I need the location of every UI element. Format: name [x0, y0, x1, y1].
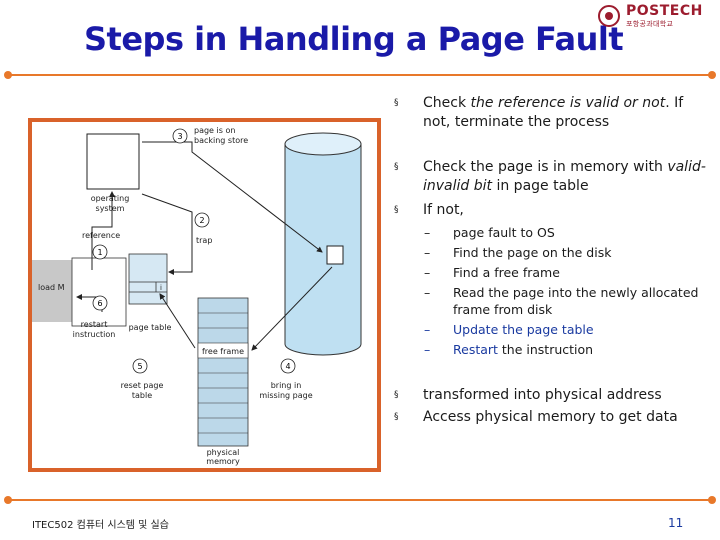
restart-label-1: restart: [81, 320, 108, 329]
backing-store-arrow: [142, 141, 323, 253]
svg-text:5: 5: [137, 362, 142, 371]
step-2-badge: 2: [194, 212, 210, 228]
bring-in-label-2: missing page: [259, 391, 312, 400]
university-logo: POSTECH 포항공과대학교: [598, 3, 716, 28]
physical-memory-label-2: memory: [206, 457, 240, 466]
bullet-text: If not,: [423, 202, 464, 218]
load-m-label: load M: [38, 283, 65, 292]
svg-text:6: 6: [97, 299, 102, 308]
sub-marker: –: [424, 245, 431, 260]
bring-in-label-1: bring in: [271, 381, 302, 390]
step-1-badge: 1: [92, 244, 108, 260]
bullet-marker: §: [394, 205, 399, 215]
step-3-badge: 3: [172, 128, 188, 144]
reference-arrow: [91, 191, 115, 270]
sub-text: Restart the instruction: [453, 342, 594, 357]
os-label-1: operating: [91, 194, 130, 203]
bullet-marker: §: [394, 390, 399, 400]
sub-marker: –: [424, 265, 431, 280]
page-fault-diagram: operating system load M i page table: [28, 118, 381, 472]
sub-marker: –: [424, 322, 431, 337]
svg-text:1: 1: [97, 248, 102, 257]
backing-store-label-2: backing store: [194, 136, 248, 145]
sub-marker: –: [424, 342, 431, 357]
top-rule-right-dot: [708, 71, 716, 79]
svg-text:3: 3: [177, 132, 182, 141]
bullet-text: Access physical memory to get data: [423, 409, 678, 425]
step-5-badge: 5: [132, 358, 148, 374]
step-4-badge: 4: [280, 358, 296, 374]
free-frame-label: free frame: [202, 347, 244, 356]
sub-marker: –: [424, 285, 431, 300]
operating-system-box: [86, 133, 140, 190]
svg-text:2: 2: [199, 216, 204, 225]
free-frame: [197, 342, 249, 359]
backing-store-label-1: page is on: [194, 126, 235, 135]
trap-arrow: [141, 193, 193, 275]
top-rule: [8, 74, 712, 76]
physical-memory-label-1: physical: [207, 448, 240, 457]
bottom-rule: [8, 499, 712, 501]
reset-page-table-label-1: reset page: [121, 381, 164, 390]
bullet-text: Check the page is in memory with valid-i…: [423, 159, 706, 194]
os-label-2: system: [96, 204, 125, 213]
physical-memory: [197, 297, 249, 447]
sub-text: Update the page table: [453, 322, 594, 337]
program-box: [71, 257, 127, 327]
trap-label: trap: [196, 236, 212, 245]
reset-page-table-label-2: table: [132, 391, 152, 400]
step-6-badge: 6: [92, 295, 108, 311]
bottom-rule-right-dot: [708, 496, 716, 504]
page-table-label: page table: [129, 323, 172, 332]
bullet-marker: §: [394, 162, 399, 172]
bring-in-arrow: [251, 266, 333, 351]
reference-label: reference: [82, 231, 120, 240]
slide-title: Steps in Handling a Page Fault: [84, 20, 624, 58]
svg-text:4: 4: [285, 362, 290, 371]
logo-brand: POSTECH: [626, 3, 703, 19]
sub-text: Find a free frame: [453, 265, 560, 280]
restart-label-2: instruction: [73, 330, 116, 339]
page-fault-diagram-svg: operating system load M i page table: [32, 126, 362, 466]
backing-store-disk: [284, 132, 362, 356]
sub-text: page fault to OS: [453, 225, 555, 240]
sub-marker: –: [424, 225, 431, 240]
bullet-text: Check the reference is valid or not. If …: [423, 95, 684, 130]
bullet-marker: §: [394, 98, 399, 108]
logo-subtitle: 포항공과대학교: [626, 20, 674, 28]
course-footer: ITEC502 컴퓨터 시스템 및 실습: [32, 520, 169, 531]
invalid-bit-label: i: [160, 284, 162, 292]
page-number: 11: [668, 516, 684, 530]
bullet-text: transformed into physical address: [423, 387, 662, 403]
reset-table-arrow: [159, 293, 196, 349]
sub-text: Find the page on the disk: [453, 245, 612, 260]
page-on-disk: [326, 245, 344, 265]
program-area: [32, 260, 72, 322]
university-seal-icon: [598, 5, 620, 27]
sub-text: Read the page into the newly allocated f…: [453, 285, 699, 317]
bullet-marker: §: [394, 412, 399, 422]
